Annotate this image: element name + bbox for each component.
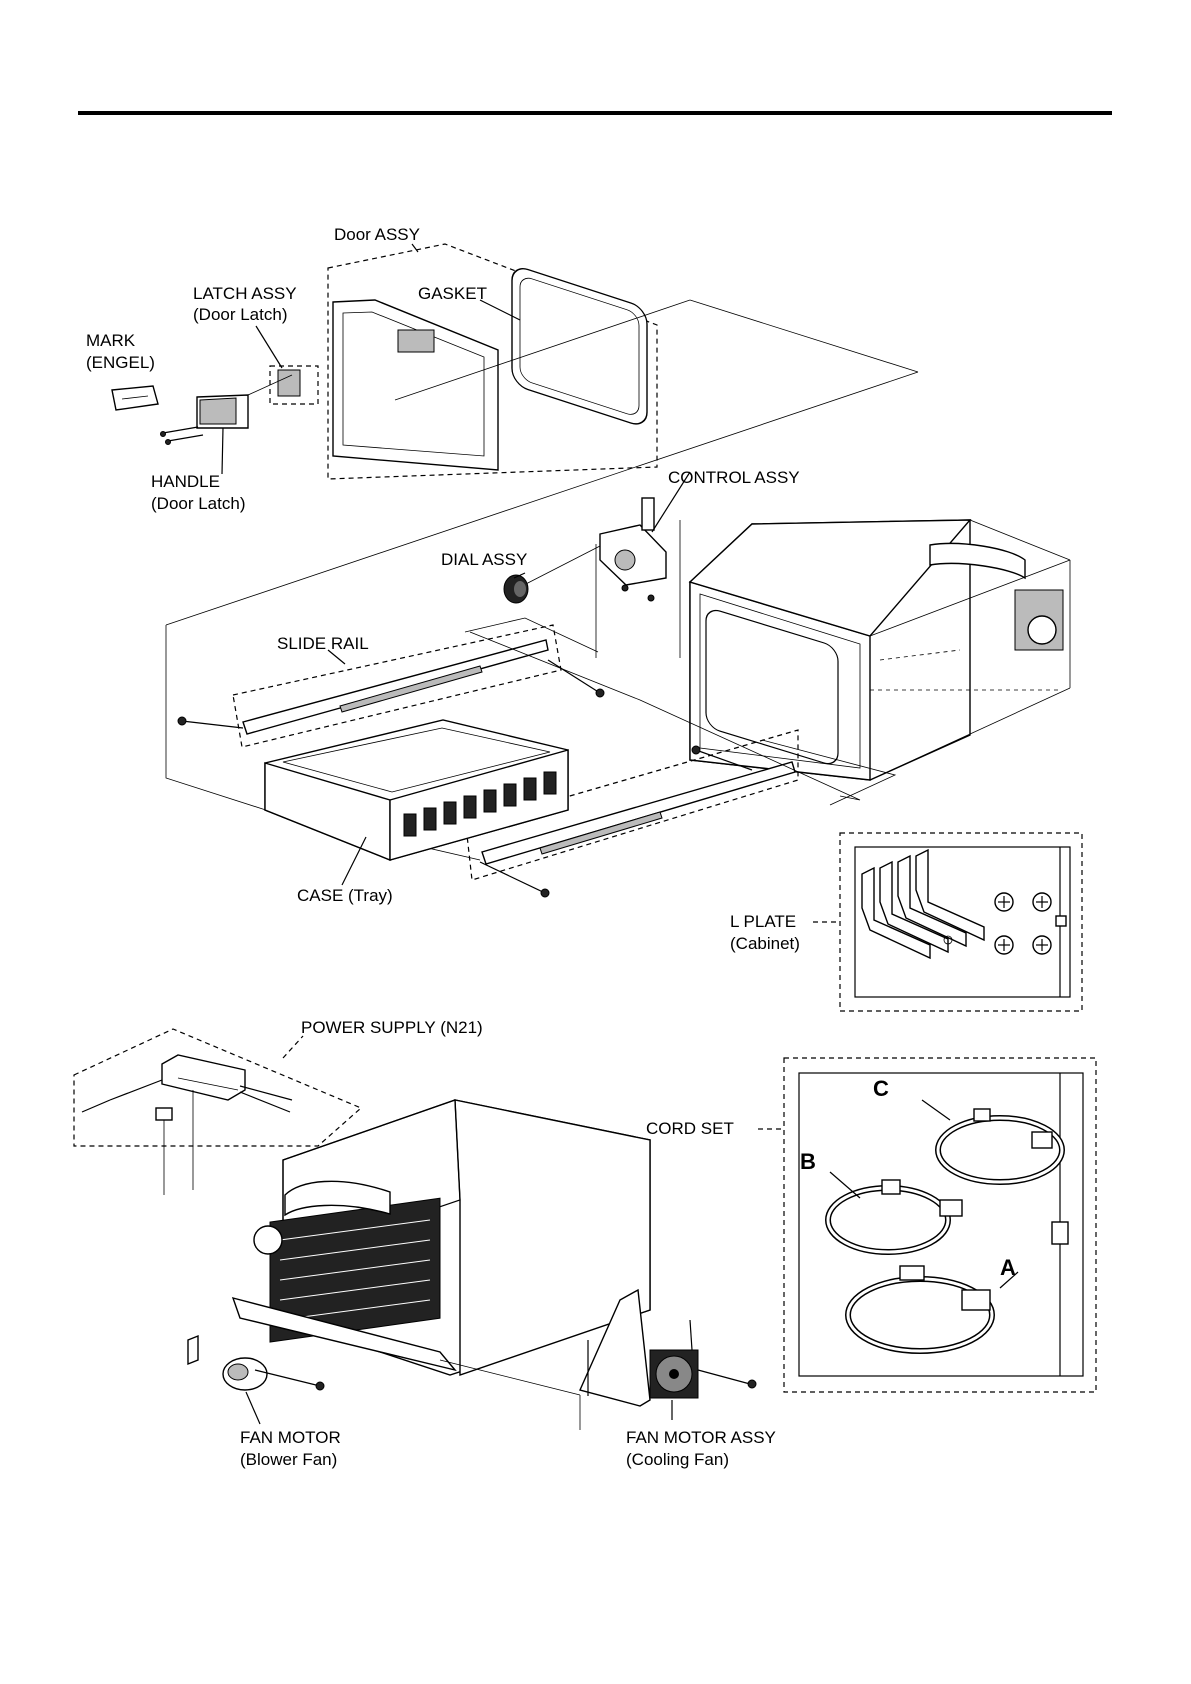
cord-b [828, 1172, 962, 1252]
label-latch-assy-sub: (Door Latch) [193, 305, 287, 324]
cord-set-box [758, 1058, 1096, 1392]
cord-c [922, 1100, 1062, 1182]
tray-case [265, 720, 568, 885]
label-cord-c: C [873, 1076, 889, 1101]
control-assembly [520, 472, 690, 658]
cabinet-body [690, 520, 1070, 780]
label-slide-rail: SLIDE RAIL [277, 634, 369, 653]
label-cord-b: B [800, 1149, 816, 1174]
label-handle: HANDLE [151, 472, 220, 491]
label-fan-motor-assy: FAN MOTOR ASSY [626, 1428, 776, 1447]
label-handle-sub: (Door Latch) [151, 494, 245, 513]
label-mark: MARK [86, 331, 136, 350]
label-control-assy: CONTROL ASSY [668, 468, 800, 487]
label-cord-set: CORD SET [646, 1119, 734, 1138]
label-fan-motor-assy-sub: (Cooling Fan) [626, 1450, 729, 1469]
label-case-tray: CASE (Tray) [297, 886, 393, 905]
refrigeration-unit [188, 1100, 756, 1430]
label-fan-motor-sub: (Blower Fan) [240, 1450, 337, 1469]
l-plate-box [813, 833, 1082, 1011]
label-door-assy: Door ASSY [334, 225, 420, 244]
dial-knob [504, 573, 528, 603]
cord-a [848, 1266, 1018, 1351]
label-power-supply: POWER SUPPLY (N21) [301, 1018, 483, 1037]
label-mark-sub: (ENGEL) [86, 353, 155, 372]
label-latch-assy: LATCH ASSY [193, 284, 297, 303]
label-fan-motor: FAN MOTOR [240, 1428, 341, 1447]
label-dial-assy: DIAL ASSY [441, 550, 527, 569]
label-cord-a: A [1000, 1255, 1016, 1280]
blower-fan-motor [188, 1336, 324, 1424]
label-l-plate: L PLATE [730, 912, 796, 931]
label-gasket: GASKET [418, 284, 487, 303]
label-l-plate-sub: (Cabinet) [730, 934, 800, 953]
gasket-ring [512, 264, 647, 428]
